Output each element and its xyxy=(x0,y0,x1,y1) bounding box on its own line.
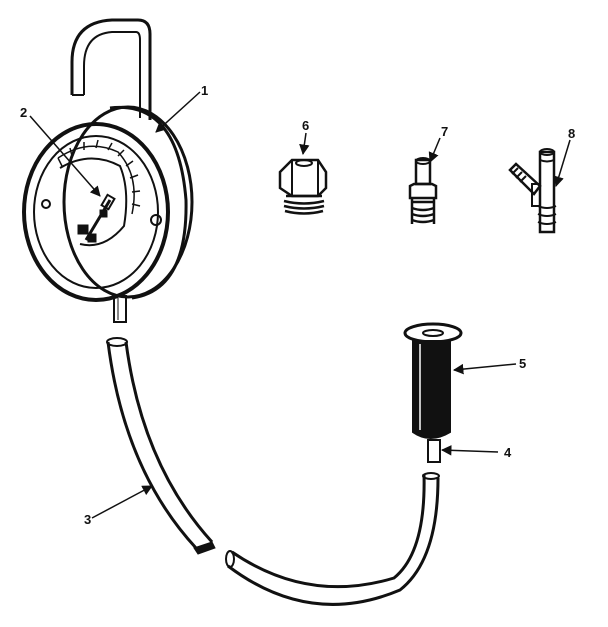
leader-2 xyxy=(29,115,101,197)
gauge-scale xyxy=(57,139,141,215)
callout-6: 6 xyxy=(302,118,309,133)
pressure-gauge xyxy=(22,18,194,323)
gauge-hanger-hook xyxy=(70,18,152,120)
hex-adapter xyxy=(278,158,328,215)
leader-7 xyxy=(428,137,441,163)
callout-2: 2 xyxy=(20,105,27,120)
hose xyxy=(106,337,440,606)
sleeve xyxy=(403,322,463,439)
leader-lines xyxy=(29,91,571,519)
callout-7: 7 xyxy=(441,124,448,139)
leader-3 xyxy=(91,485,153,519)
gauge-screw xyxy=(41,199,51,209)
gauge-stem xyxy=(113,295,127,323)
tee-adapter xyxy=(508,148,557,234)
callout-3: 3 xyxy=(84,512,91,527)
leader-4 xyxy=(440,445,499,456)
callout-5: 5 xyxy=(519,356,526,371)
leader-6 xyxy=(299,132,310,156)
gauge-dial-mark xyxy=(77,224,89,235)
callout-8: 8 xyxy=(568,126,575,141)
gauge-face-rim xyxy=(22,122,170,302)
leader-5 xyxy=(452,363,517,375)
hose-fitting xyxy=(427,439,441,463)
gauge-needle xyxy=(84,199,112,241)
leader-1 xyxy=(155,91,201,133)
leader-8 xyxy=(553,139,571,188)
callout-4: 4 xyxy=(504,445,512,460)
nipple-adapter xyxy=(408,157,438,224)
callout-1: 1 xyxy=(201,83,208,98)
